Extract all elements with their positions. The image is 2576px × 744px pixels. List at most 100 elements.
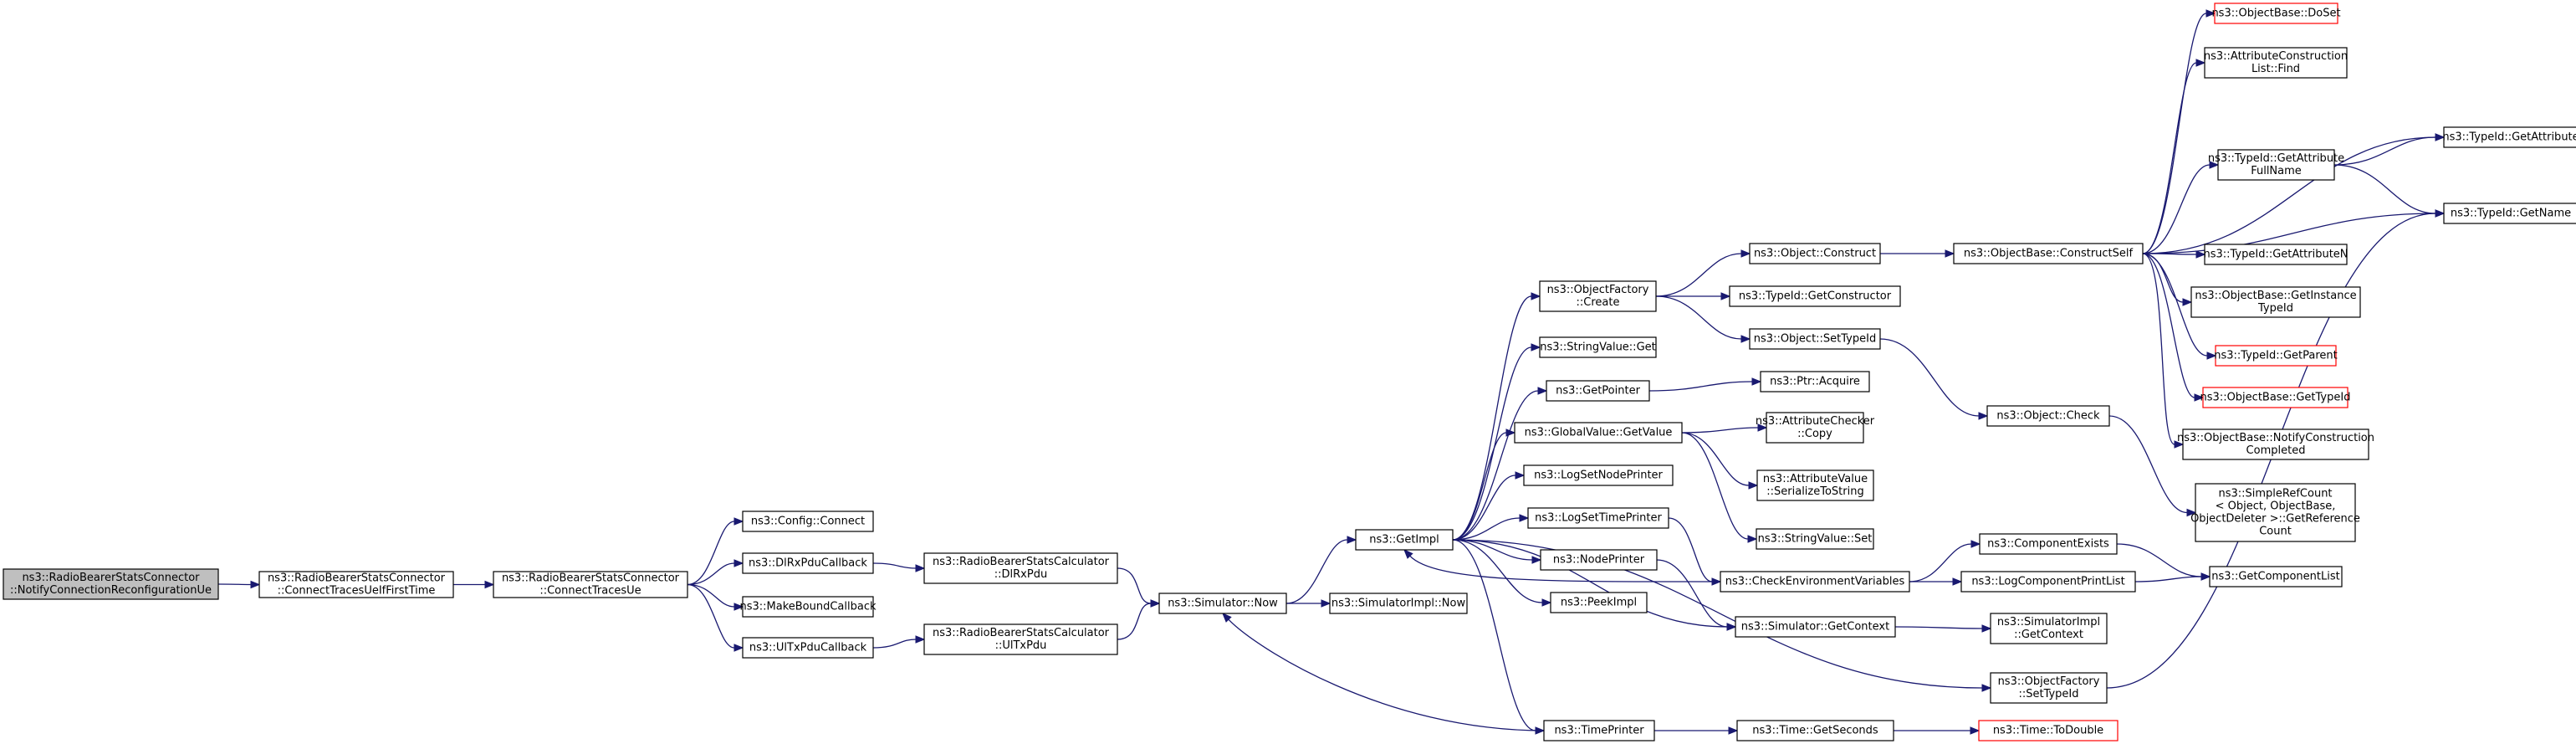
node-getCompList[interactable]: ns3::GetComponentList bbox=[2209, 566, 2343, 588]
node-box[interactable] bbox=[1550, 592, 1648, 613]
node-simImplGetCtx[interactable]: ns3::SimulatorImpl::GetContext bbox=[1990, 613, 2108, 644]
node-tidGetName[interactable]: ns3::TypeId::GetName bbox=[2443, 203, 2576, 224]
node-logNode[interactable]: ns3::LogSetNodePrinter bbox=[1523, 464, 1674, 486]
node-objCheck[interactable]: ns3::Object::Check bbox=[1986, 405, 2110, 427]
node-box[interactable] bbox=[1749, 328, 1881, 350]
node-cfgConnect[interactable]: ns3::Config::Connect bbox=[742, 511, 874, 532]
node-box[interactable] bbox=[1760, 371, 1870, 393]
node-getImpl[interactable]: ns3::GetImpl bbox=[1355, 529, 1454, 551]
node-obConstructSelf[interactable]: ns3::ObjectBase::ConstructSelf bbox=[1953, 243, 2144, 264]
node-ofSetTid[interactable]: ns3::ObjectFactory::SetTypeId bbox=[1990, 672, 2108, 704]
node-timeGetSec[interactable]: ns3::Time::GetSeconds bbox=[1736, 720, 1894, 741]
node-compExists[interactable]: ns3::ComponentExists bbox=[1979, 533, 2118, 555]
node-box[interactable] bbox=[1979, 533, 2118, 555]
node-timeToDouble[interactable]: ns3::Time::ToDouble bbox=[1978, 720, 2119, 741]
node-simNow[interactable]: ns3::Simulator::Now bbox=[1158, 593, 1287, 614]
node-box[interactable] bbox=[2214, 3, 2338, 24]
node-box[interactable] bbox=[1527, 507, 1669, 529]
node-box[interactable] bbox=[742, 596, 874, 618]
node-box[interactable] bbox=[1990, 613, 2108, 644]
node-acCopy[interactable]: ns3::AttributeChecker::Copy bbox=[1756, 412, 1875, 444]
node-objConstruct[interactable]: ns3::Object::Construct bbox=[1749, 243, 1881, 264]
node-dlRxCb[interactable]: ns3::DlRxPduCallback bbox=[742, 552, 874, 574]
node-box[interactable] bbox=[2204, 244, 2348, 265]
node-box[interactable] bbox=[1990, 672, 2108, 704]
node-root[interactable]: ns3::RadioBearerStatsConnector::NotifyCo… bbox=[3, 568, 219, 600]
node-ulTxCb[interactable]: ns3::UlTxPduCallback bbox=[742, 637, 874, 659]
node-calcDl[interactable]: ns3::RadioBearerStatsCalculator::DlRxPdu bbox=[923, 552, 1118, 584]
node-box[interactable] bbox=[1540, 549, 1658, 571]
node-logTime[interactable]: ns3::LogSetTimePrinter bbox=[1527, 507, 1669, 529]
node-logCompPrint[interactable]: ns3::LogComponentPrintList bbox=[1960, 571, 2136, 593]
node-box[interactable] bbox=[742, 637, 874, 659]
node-box[interactable] bbox=[1329, 593, 1468, 614]
node-box[interactable] bbox=[2443, 203, 2576, 224]
node-box[interactable] bbox=[1735, 616, 1896, 638]
node-srcGetRef[interactable]: ns3::SimpleRefCount< Object, ObjectBase,… bbox=[2190, 483, 2360, 542]
node-box[interactable] bbox=[2217, 149, 2335, 181]
node-box[interactable] bbox=[1749, 243, 1881, 264]
node-box[interactable] bbox=[1543, 720, 1655, 741]
node-box[interactable] bbox=[2182, 428, 2369, 460]
node-peekImpl[interactable]: ns3::PeekImpl bbox=[1550, 592, 1648, 613]
node-box[interactable] bbox=[1953, 243, 2144, 264]
node-box[interactable] bbox=[923, 552, 1118, 584]
node-svSet[interactable]: ns3::StringValue::Set bbox=[1756, 528, 1874, 550]
node-box[interactable] bbox=[742, 511, 874, 532]
node-box[interactable] bbox=[1355, 529, 1454, 551]
node-box[interactable] bbox=[1736, 720, 1894, 741]
node-box[interactable] bbox=[2202, 387, 2349, 408]
node-svGet[interactable]: ns3::StringValue::Get bbox=[1539, 336, 1657, 358]
node-box[interactable] bbox=[1546, 380, 1650, 402]
node-ofCreate[interactable]: ns3::ObjectFactory::Create bbox=[1539, 280, 1657, 312]
node-nodePrinter[interactable]: ns3::NodePrinter bbox=[1540, 549, 1658, 571]
node-connUeFirst[interactable]: ns3::RadioBearerStatsConnector::ConnectT… bbox=[258, 571, 454, 598]
node-obNotify[interactable]: ns3::ObjectBase::NotifyConstructionCompl… bbox=[2177, 428, 2374, 460]
node-box[interactable] bbox=[2443, 126, 2576, 148]
node-box[interactable] bbox=[1539, 336, 1657, 358]
node-box[interactable] bbox=[923, 623, 1118, 655]
node-calcUl[interactable]: ns3::RadioBearerStatsCalculator::UlTxPdu bbox=[923, 623, 1118, 655]
node-tidGetAttr[interactable]: ns3::TypeId::GetAttribute bbox=[2442, 126, 2576, 148]
node-box[interactable] bbox=[1729, 285, 1901, 307]
node-box[interactable] bbox=[1978, 720, 2119, 741]
node-box[interactable] bbox=[1756, 469, 1874, 501]
node-box[interactable] bbox=[1720, 571, 1910, 593]
node-obGetTid[interactable]: ns3::ObjectBase::GetTypeId bbox=[2200, 387, 2351, 408]
node-avSer[interactable]: ns3::AttributeValue::SerializeToString bbox=[1756, 469, 1874, 501]
node-obDoSet[interactable]: ns3::ObjectBase::DoSet bbox=[2211, 3, 2341, 24]
node-box[interactable] bbox=[1960, 571, 2136, 593]
node-box[interactable] bbox=[2195, 483, 2356, 542]
node-box[interactable] bbox=[493, 571, 688, 598]
node-objSetTid[interactable]: ns3::Object::SetTypeId bbox=[1749, 328, 1881, 350]
node-simGetCtx[interactable]: ns3::Simulator::GetContext bbox=[1735, 616, 1896, 638]
node-simImplNow[interactable]: ns3::SimulatorImpl::Now bbox=[1329, 593, 1468, 614]
node-box[interactable] bbox=[2209, 566, 2343, 588]
node-box[interactable] bbox=[1539, 280, 1657, 312]
node-box[interactable] bbox=[1766, 412, 1864, 444]
node-box[interactable] bbox=[742, 552, 874, 574]
node-box[interactable] bbox=[2190, 286, 2361, 318]
node-ptrAcquire[interactable]: ns3::Ptr::Acquire bbox=[1760, 371, 1870, 393]
node-box[interactable] bbox=[1986, 405, 2110, 427]
node-gvGetValue[interactable]: ns3::GlobalValue::GetValue bbox=[1514, 422, 1683, 444]
node-box[interactable] bbox=[1158, 593, 1287, 614]
node-makeBound[interactable]: ns3::MakeBoundCallback bbox=[739, 596, 877, 618]
node-getPointer[interactable]: ns3::GetPointer bbox=[1546, 380, 1650, 402]
node-tidGetCtor[interactable]: ns3::TypeId::GetConstructor bbox=[1729, 285, 1901, 307]
node-box[interactable] bbox=[1514, 422, 1683, 444]
node-tidGetParent[interactable]: ns3::TypeId::GetParent bbox=[2214, 345, 2338, 367]
node-box[interactable] bbox=[2215, 345, 2337, 367]
node-box[interactable] bbox=[3, 568, 219, 600]
node-timePrinter[interactable]: ns3::TimePrinter bbox=[1543, 720, 1655, 741]
node-box[interactable] bbox=[1523, 464, 1674, 486]
node-checkEnv[interactable]: ns3::CheckEnvironmentVariables bbox=[1720, 571, 1910, 593]
node-tidGetAttrN[interactable]: ns3::TypeId::GetAttributeN bbox=[2203, 244, 2349, 265]
node-box[interactable] bbox=[258, 571, 454, 598]
node-connUe[interactable]: ns3::RadioBearerStatsConnector::ConnectT… bbox=[493, 571, 688, 598]
node-box[interactable] bbox=[2204, 47, 2348, 79]
node-box[interactable] bbox=[1756, 528, 1874, 550]
